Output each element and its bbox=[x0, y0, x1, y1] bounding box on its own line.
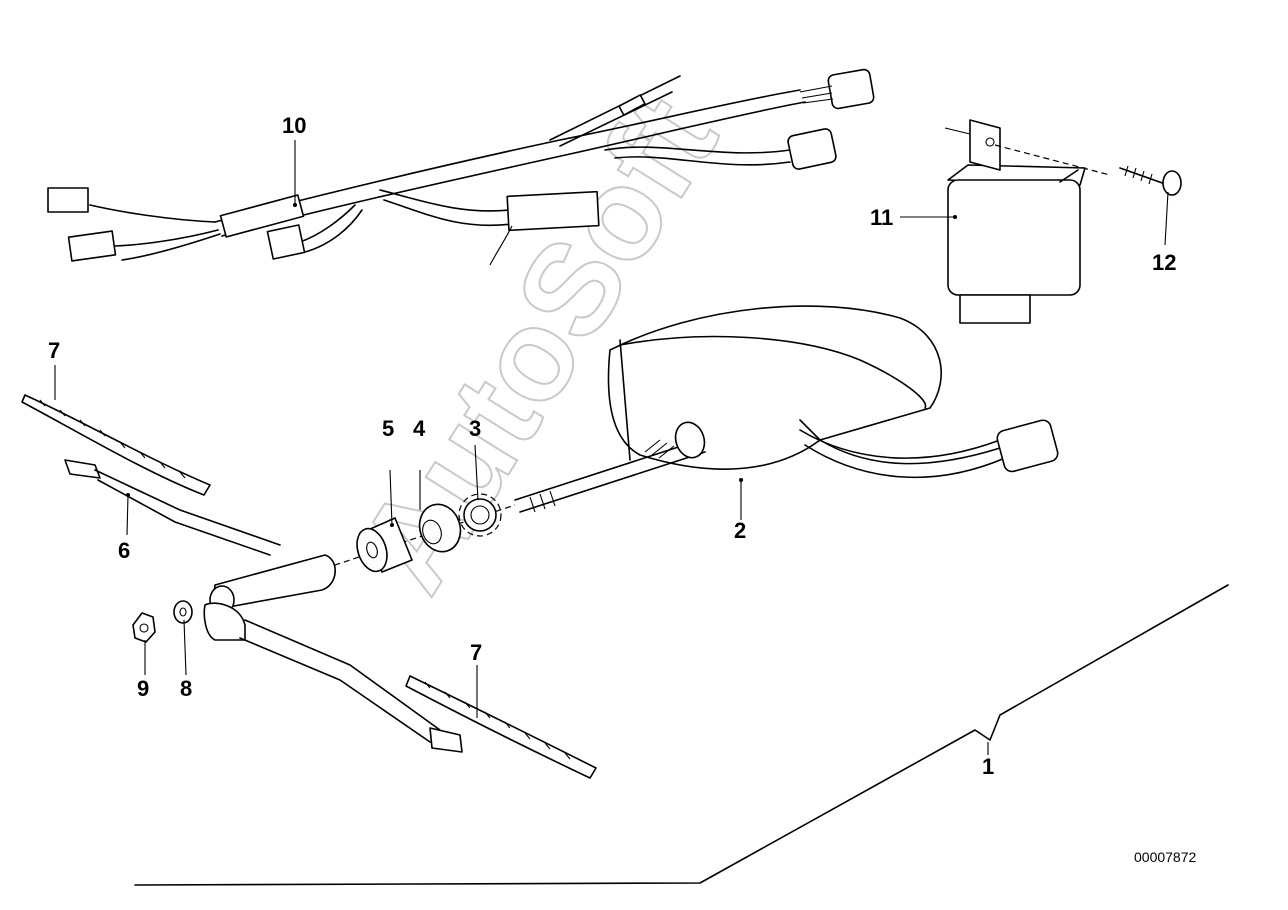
callout-11: 11 bbox=[870, 205, 893, 230]
nut bbox=[418, 503, 462, 553]
callout-4: 4 bbox=[413, 416, 426, 441]
callout-10: 10 bbox=[282, 113, 306, 138]
callout-2: 2 bbox=[734, 518, 746, 543]
relay-module bbox=[944, 119, 1086, 324]
callout-7-top: 7 bbox=[48, 338, 60, 363]
lock-washer bbox=[173, 600, 193, 624]
screw bbox=[994, 144, 1182, 196]
callout-6: 6 bbox=[118, 538, 130, 563]
document-number: 00007872 bbox=[1134, 849, 1197, 865]
callout-9: 9 bbox=[137, 676, 149, 701]
wiper-blade-bottom bbox=[405, 675, 597, 779]
callout-3: 3 bbox=[469, 416, 481, 441]
callout-8: 8 bbox=[180, 676, 192, 701]
wiper-blade-top bbox=[21, 394, 211, 496]
callout-5: 5 bbox=[382, 416, 394, 441]
wiper-motor bbox=[607, 305, 1059, 479]
hex-nut bbox=[132, 612, 156, 643]
leader-lines bbox=[54, 140, 1169, 755]
toothed-washer bbox=[458, 493, 502, 537]
callout-7-bottom: 7 bbox=[470, 640, 482, 665]
assembly-bracket bbox=[134, 584, 1229, 886]
motor-shaft bbox=[514, 421, 706, 513]
bushing bbox=[356, 517, 413, 573]
wiper-arm bbox=[64, 459, 463, 753]
callout-1: 1 bbox=[982, 754, 994, 779]
wiring-harness bbox=[47, 68, 875, 266]
callout-12: 12 bbox=[1152, 250, 1176, 275]
